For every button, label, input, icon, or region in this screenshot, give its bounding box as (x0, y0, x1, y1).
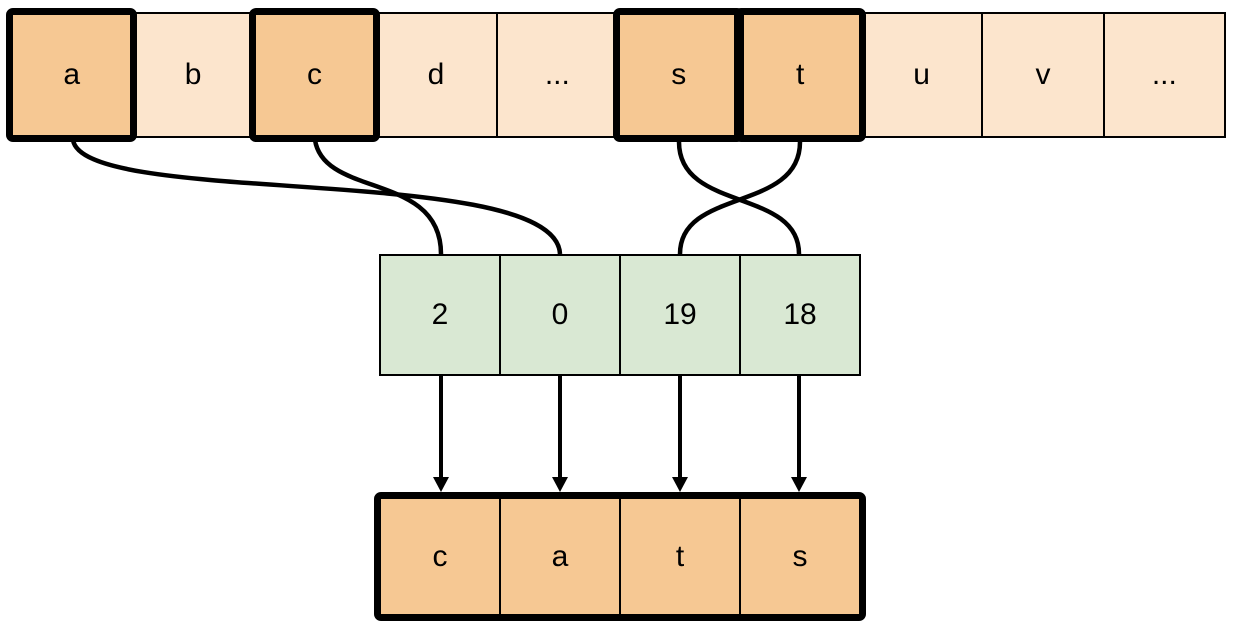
word-array: c a t s (374, 492, 866, 621)
curve-a-to-0 (70, 139, 563, 255)
alphabet-cell-t: t (734, 8, 867, 142)
arrow-index-1-to-a (552, 376, 568, 492)
alphabet-cell-c: c (248, 8, 381, 142)
word-cell-0: c (432, 539, 448, 573)
word-cell-3: s (739, 499, 859, 614)
alphabet-cell-ellipsis-2: ... (1102, 14, 1224, 136)
index-cell-2: 19 (619, 256, 739, 374)
alphabet-cell-ellipsis-1: ... (495, 14, 617, 136)
index-cell-3: 18 (739, 256, 859, 374)
arrow-index-0-to-c (433, 376, 449, 492)
word-cell-1: a (499, 499, 619, 614)
alphabet-cell-v: v (981, 14, 1102, 136)
alphabet-cell-d: d (374, 14, 495, 136)
index-cell-1: 0 (499, 256, 619, 374)
alphabet-cell-b: b (131, 14, 252, 136)
alphabet-array: a b c d ... s t u v ... (5, 8, 1226, 142)
word-cell-2: t (619, 499, 739, 614)
alphabet-cell-s: s (613, 8, 745, 142)
alphabet-cell-u: u (859, 14, 981, 136)
alphabet-cell-a: a (5, 8, 138, 142)
arrow-index-3-to-s (791, 376, 807, 492)
arrow-index-2-to-t (672, 376, 688, 492)
index-array: 2 0 19 18 (379, 254, 861, 376)
curve-t-to-19 (677, 141, 803, 255)
index-cell-0: 2 (431, 298, 449, 331)
curve-c-to-2 (312, 139, 444, 255)
